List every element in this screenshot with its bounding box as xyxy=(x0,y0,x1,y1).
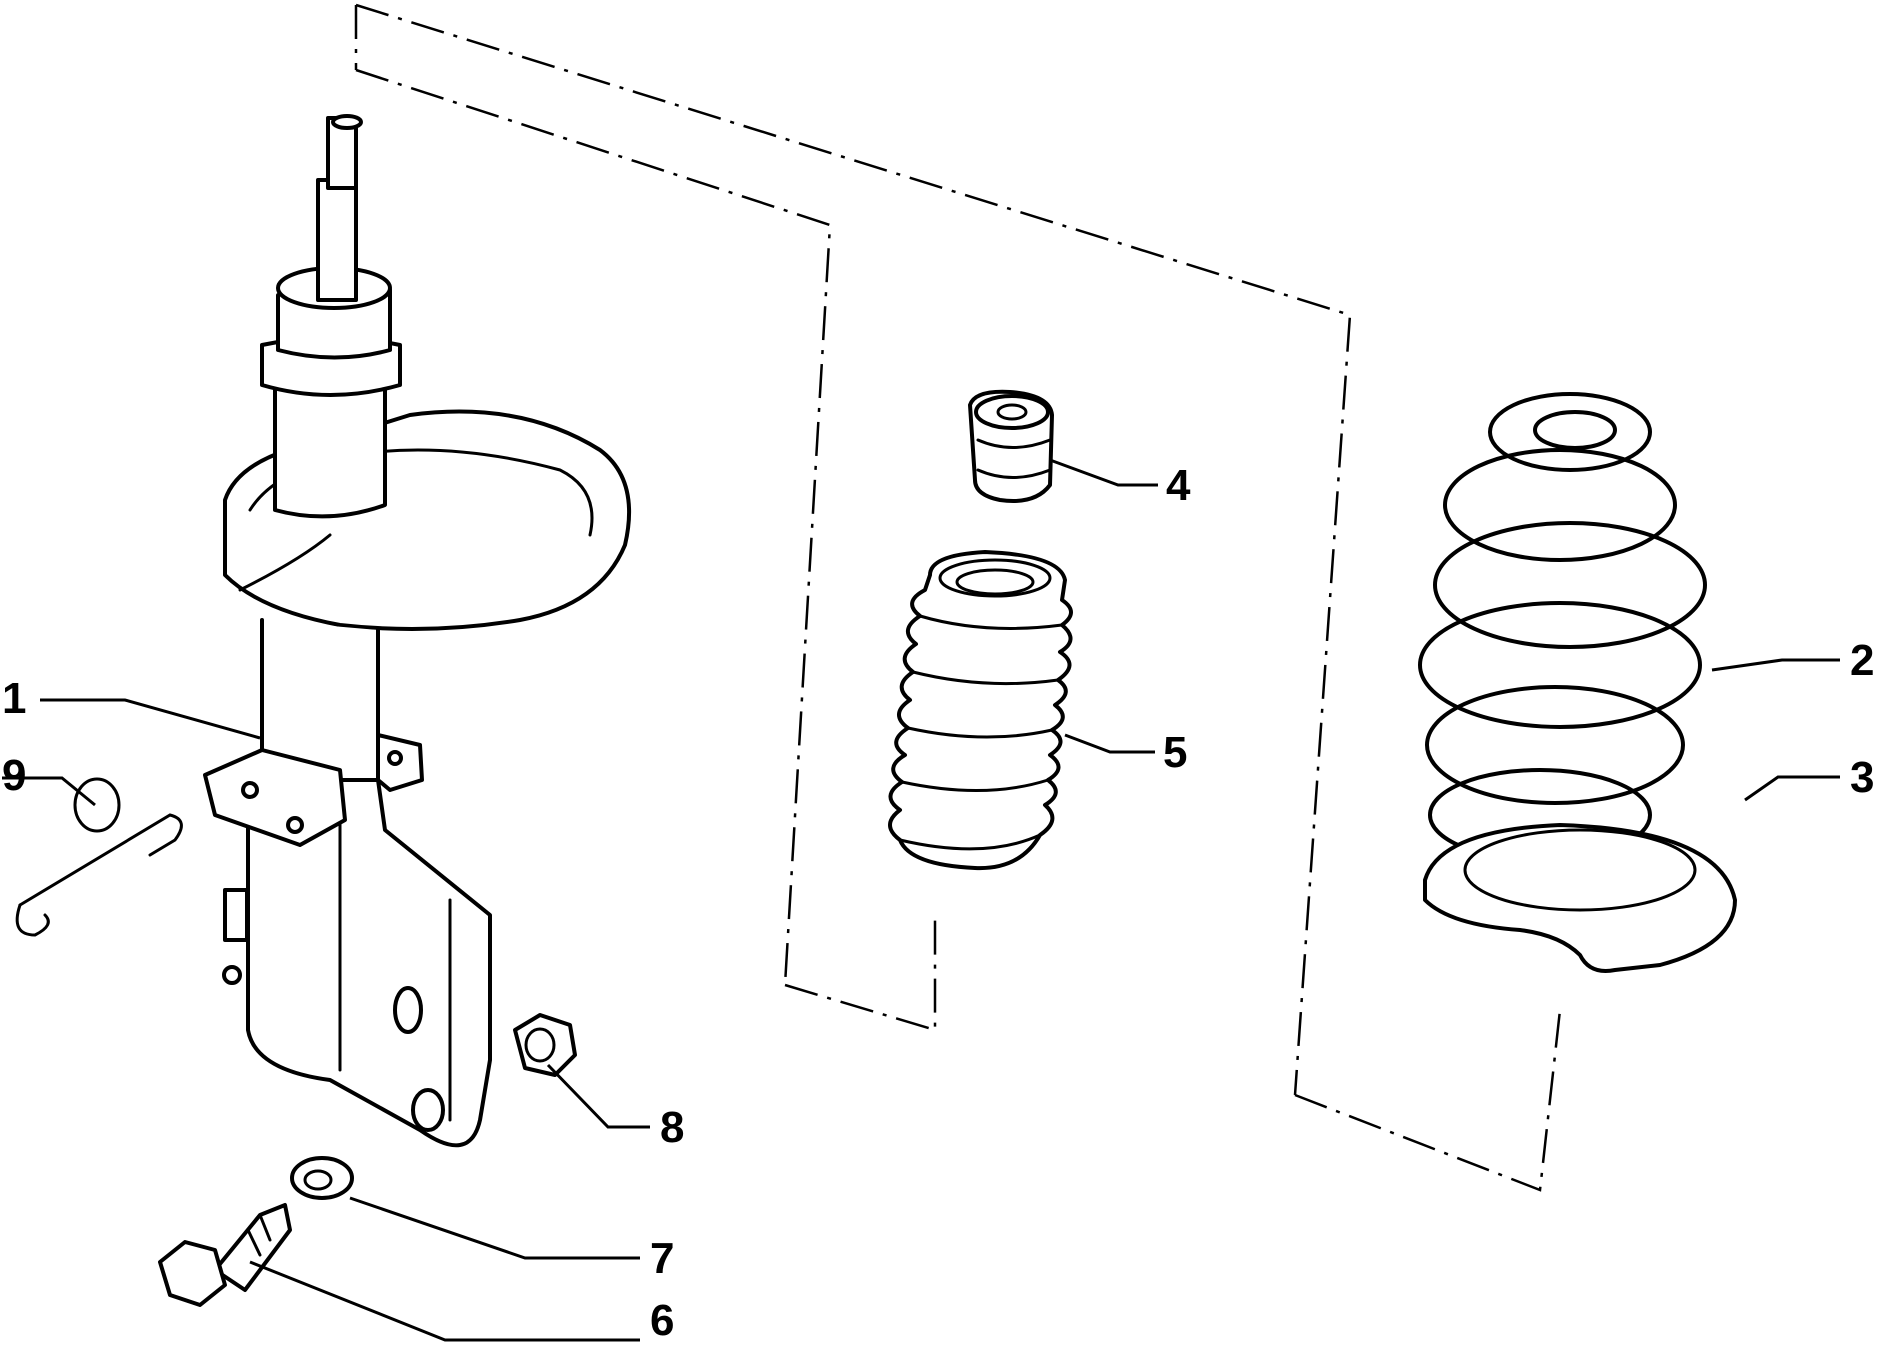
dust-boot xyxy=(888,550,1073,871)
shock-absorber-strut xyxy=(203,114,632,1148)
coil-spring xyxy=(1418,392,1707,862)
assembly-guide-lines xyxy=(354,3,1562,1192)
bump-stop xyxy=(968,389,1054,503)
callout-8: 8 xyxy=(660,1103,684,1152)
callout-2: 2 xyxy=(1850,636,1874,685)
callout-4: 4 xyxy=(1166,461,1191,510)
callout-1: 1 xyxy=(2,674,26,723)
callout-labels: 1 9 4 5 2 3 8 7 6 xyxy=(2,461,1874,1345)
callout-7: 7 xyxy=(650,1234,674,1283)
washer xyxy=(290,1156,354,1200)
lower-spring-seat xyxy=(1423,823,1737,973)
leader-lines xyxy=(2,458,1840,1342)
callout-3: 3 xyxy=(1850,753,1874,802)
hex-bolt xyxy=(158,1203,292,1307)
callout-6: 6 xyxy=(650,1296,674,1345)
callout-5: 5 xyxy=(1163,728,1187,777)
callout-9: 9 xyxy=(2,751,26,800)
spring-clip xyxy=(15,777,183,937)
hex-nut xyxy=(513,1013,577,1077)
